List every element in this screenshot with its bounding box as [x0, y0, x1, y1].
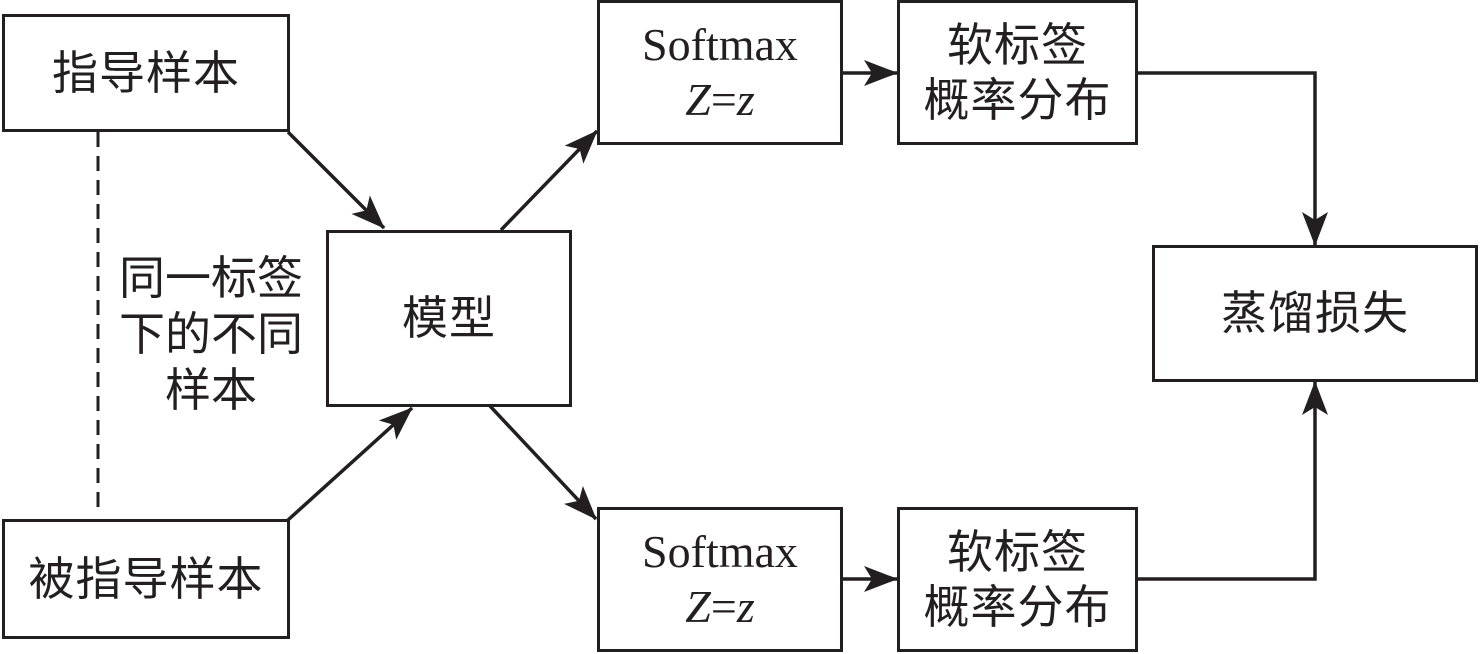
arrow-prob-top-to-loss — [1124, 71, 1328, 246]
model-label: 模型 — [402, 291, 496, 346]
model-node: 模型 — [326, 230, 572, 407]
arrow-prob-bottom-to-loss — [1124, 381, 1328, 581]
arrow-model-to-softmax-bottom — [488, 404, 598, 521]
arrow-guide-to-model — [286, 130, 386, 230]
temperature-var: Z — [685, 73, 711, 125]
arrow-model-to-softmax-top — [499, 129, 599, 232]
annotation-line-3: 样本 — [165, 363, 257, 418]
softmax-bottom-title: Softmax — [642, 526, 798, 578]
soft-label-bottom-line2: 概率分布 — [923, 579, 1112, 634]
arrow-guided-to-model — [286, 406, 414, 522]
temperature-var: Z — [685, 580, 711, 632]
distill-loss-label: 蒸馏损失 — [1221, 286, 1409, 341]
annotation-line-2: 下的不同 — [119, 307, 303, 362]
guided-sample-node: 被指导样本 — [2, 519, 290, 639]
softmax-top-temperature: Z=z — [685, 73, 754, 127]
guide-sample-label: 指导样本 — [52, 45, 240, 100]
softmax-top-title: Softmax — [642, 19, 798, 71]
softmax-top-node: Softmax Z=z — [597, 0, 843, 145]
soft-label-top-line1: 软标签 — [947, 18, 1088, 73]
same-label-annotation: 同一标签 下的不同 样本 — [100, 250, 322, 418]
guide-sample-node: 指导样本 — [2, 14, 290, 132]
temperature-value: z — [736, 580, 755, 632]
equals-sign: = — [710, 73, 737, 125]
distill-loss-node: 蒸馏损失 — [1152, 245, 1478, 382]
softmax-bottom-temperature: Z=z — [685, 580, 754, 634]
annotation-line-1: 同一标签 — [119, 251, 303, 305]
soft-label-bottom-line1: 软标签 — [947, 525, 1088, 580]
soft-label-top-line2: 概率分布 — [923, 72, 1112, 127]
softmax-bottom-node: Softmax Z=z — [597, 507, 843, 652]
guided-sample-label: 被指导样本 — [28, 551, 264, 606]
soft-label-bottom-node: 软标签 概率分布 — [897, 507, 1138, 652]
temperature-value: z — [736, 73, 755, 125]
equals-sign: = — [710, 580, 737, 632]
soft-label-top-node: 软标签 概率分布 — [897, 0, 1138, 145]
